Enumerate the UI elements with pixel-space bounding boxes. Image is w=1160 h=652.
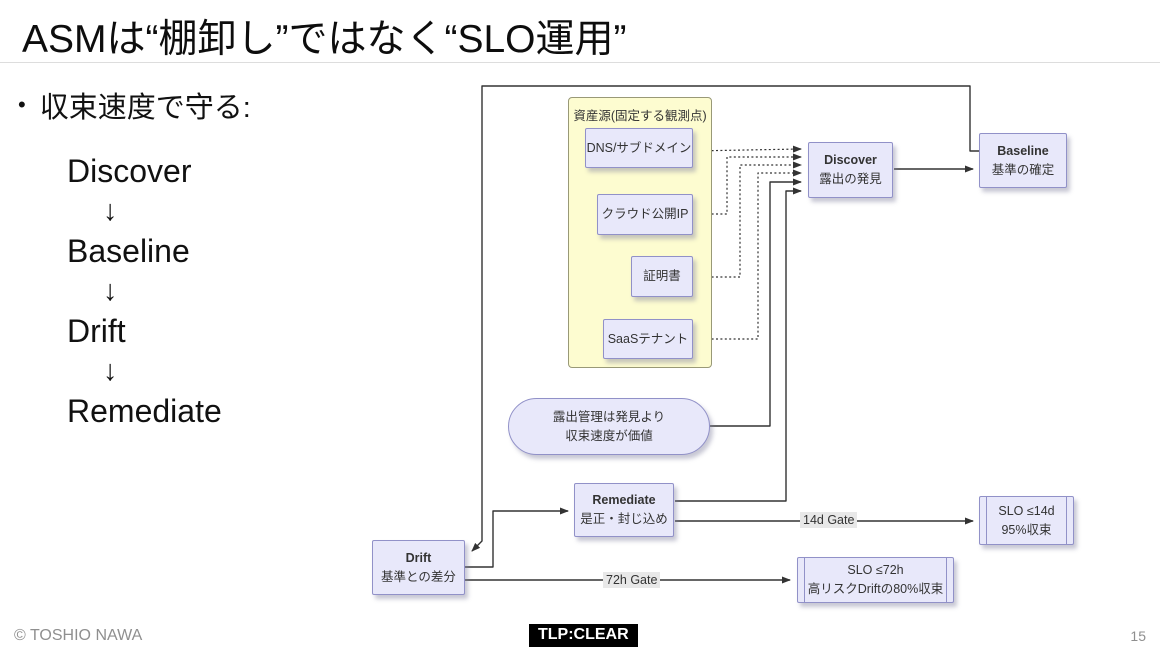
- bullet-text: 収束速度で守る:: [39, 92, 251, 124]
- node-title: SLO ≤14d: [998, 503, 1055, 518]
- node-discover: Discover 露出の発見: [808, 142, 893, 198]
- node-title: Discover: [824, 153, 877, 168]
- edge-note-to-discover: [710, 178, 802, 427]
- node-cloud-public-ip: クラウド公開IP: [597, 194, 693, 235]
- page-number: 15: [1130, 628, 1146, 644]
- bullet-icon: •: [18, 92, 26, 117]
- node-title: Drift: [405, 550, 432, 565]
- title-divider: [0, 62, 1160, 63]
- node-title: Remediate: [592, 493, 656, 508]
- flow-steps: Discover ↓ Baseline ↓ Drift ↓ Remediate: [67, 151, 222, 431]
- copyright-text: © TOSHIO NAWA: [14, 627, 143, 644]
- flow-step-remediate: Remediate: [67, 393, 222, 429]
- flow-step-baseline: Baseline: [67, 233, 190, 269]
- bullet-item: • 収束速度で守る:: [18, 84, 251, 126]
- node-title: Baseline: [997, 143, 1049, 158]
- node-dns-subdomain: DNS/サブドメイン: [585, 128, 693, 168]
- node-title: SLO ≤72h: [847, 563, 904, 578]
- cluster-label: 資産源(固定する観測点): [573, 109, 707, 123]
- value-note-line1: 露出管理は発見より: [552, 409, 666, 424]
- node-saas-tenant: SaaSテナント: [603, 319, 693, 359]
- node-subtitle: 是正・封じ込め: [580, 512, 668, 526]
- node-baseline: Baseline 基準の確定: [979, 133, 1067, 188]
- tlp-clear-badge: TLP:CLEAR: [529, 624, 638, 647]
- edge-label-72h-gate: 72h Gate: [603, 572, 661, 588]
- value-note-line2: 収束速度が価値: [565, 428, 653, 443]
- slide-title: ASMは“棚卸し”ではなく“SLO運用”: [22, 18, 627, 61]
- flow-step-drift: Drift: [67, 313, 126, 349]
- node-subtitle: 高リスクDriftの80%収束: [807, 582, 944, 596]
- node-slo-72h: SLO ≤72h 高リスクDriftの80%収束: [797, 557, 954, 603]
- node-value-note: 露出管理は発見より 収束速度が価値: [508, 398, 710, 455]
- down-arrow-icon: ↓: [103, 195, 118, 227]
- down-arrow-icon: ↓: [103, 275, 118, 307]
- node-subtitle: 基準との差分: [381, 569, 456, 584]
- node-remediate: Remediate 是正・封じ込め: [574, 483, 674, 537]
- node-subtitle: 露出の発見: [819, 172, 882, 186]
- node-subtitle: 95%収束: [1001, 522, 1052, 537]
- node-drift: Drift 基準との差分: [372, 540, 465, 595]
- node-slo-14d: SLO ≤14d 95%収束: [979, 496, 1074, 545]
- node-subtitle: 基準の確定: [991, 162, 1055, 177]
- down-arrow-icon: ↓: [103, 355, 118, 387]
- flow-step-discover: Discover: [67, 153, 192, 189]
- edge-baseline-to-drift: [471, 85, 979, 552]
- edge-drift-to-remediate: [465, 507, 569, 568]
- edge-label-14d-gate: 14d Gate: [800, 512, 858, 528]
- node-certificate: 証明書: [631, 256, 693, 297]
